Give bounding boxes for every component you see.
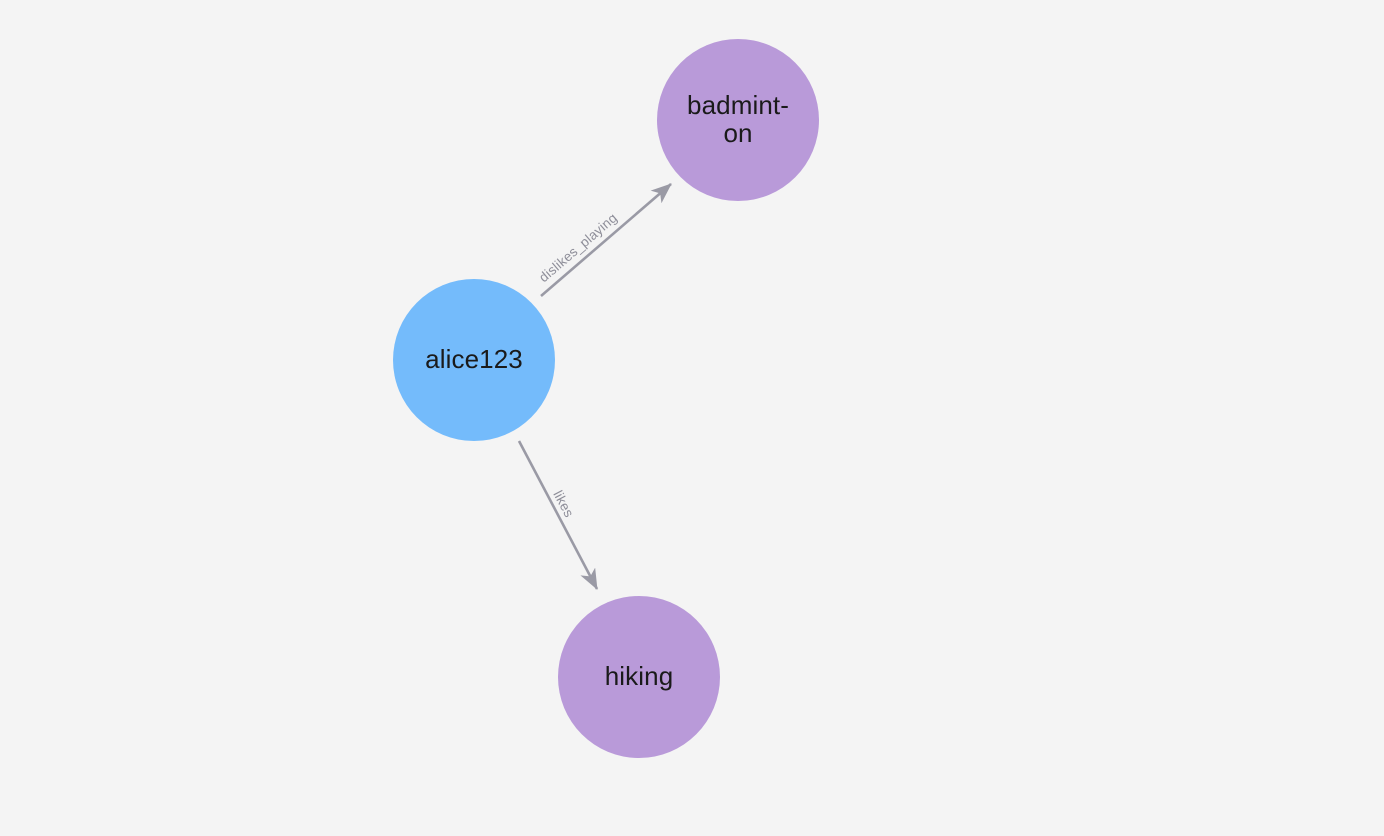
graph-node-badminton[interactable]: badmint- on — [657, 39, 819, 201]
node-label-hiking: hiking — [604, 661, 674, 692]
graph-node-hiking[interactable]: hiking — [558, 596, 720, 758]
edge-line-likes[interactable] — [517, 440, 599, 590]
node-label-alice123: alice123 — [425, 344, 523, 375]
node-label-badminton: badmint- on — [687, 90, 789, 148]
edge-line-dislikes-playing[interactable] — [540, 183, 672, 297]
graph-node-alice123[interactable]: alice123 — [393, 279, 555, 441]
